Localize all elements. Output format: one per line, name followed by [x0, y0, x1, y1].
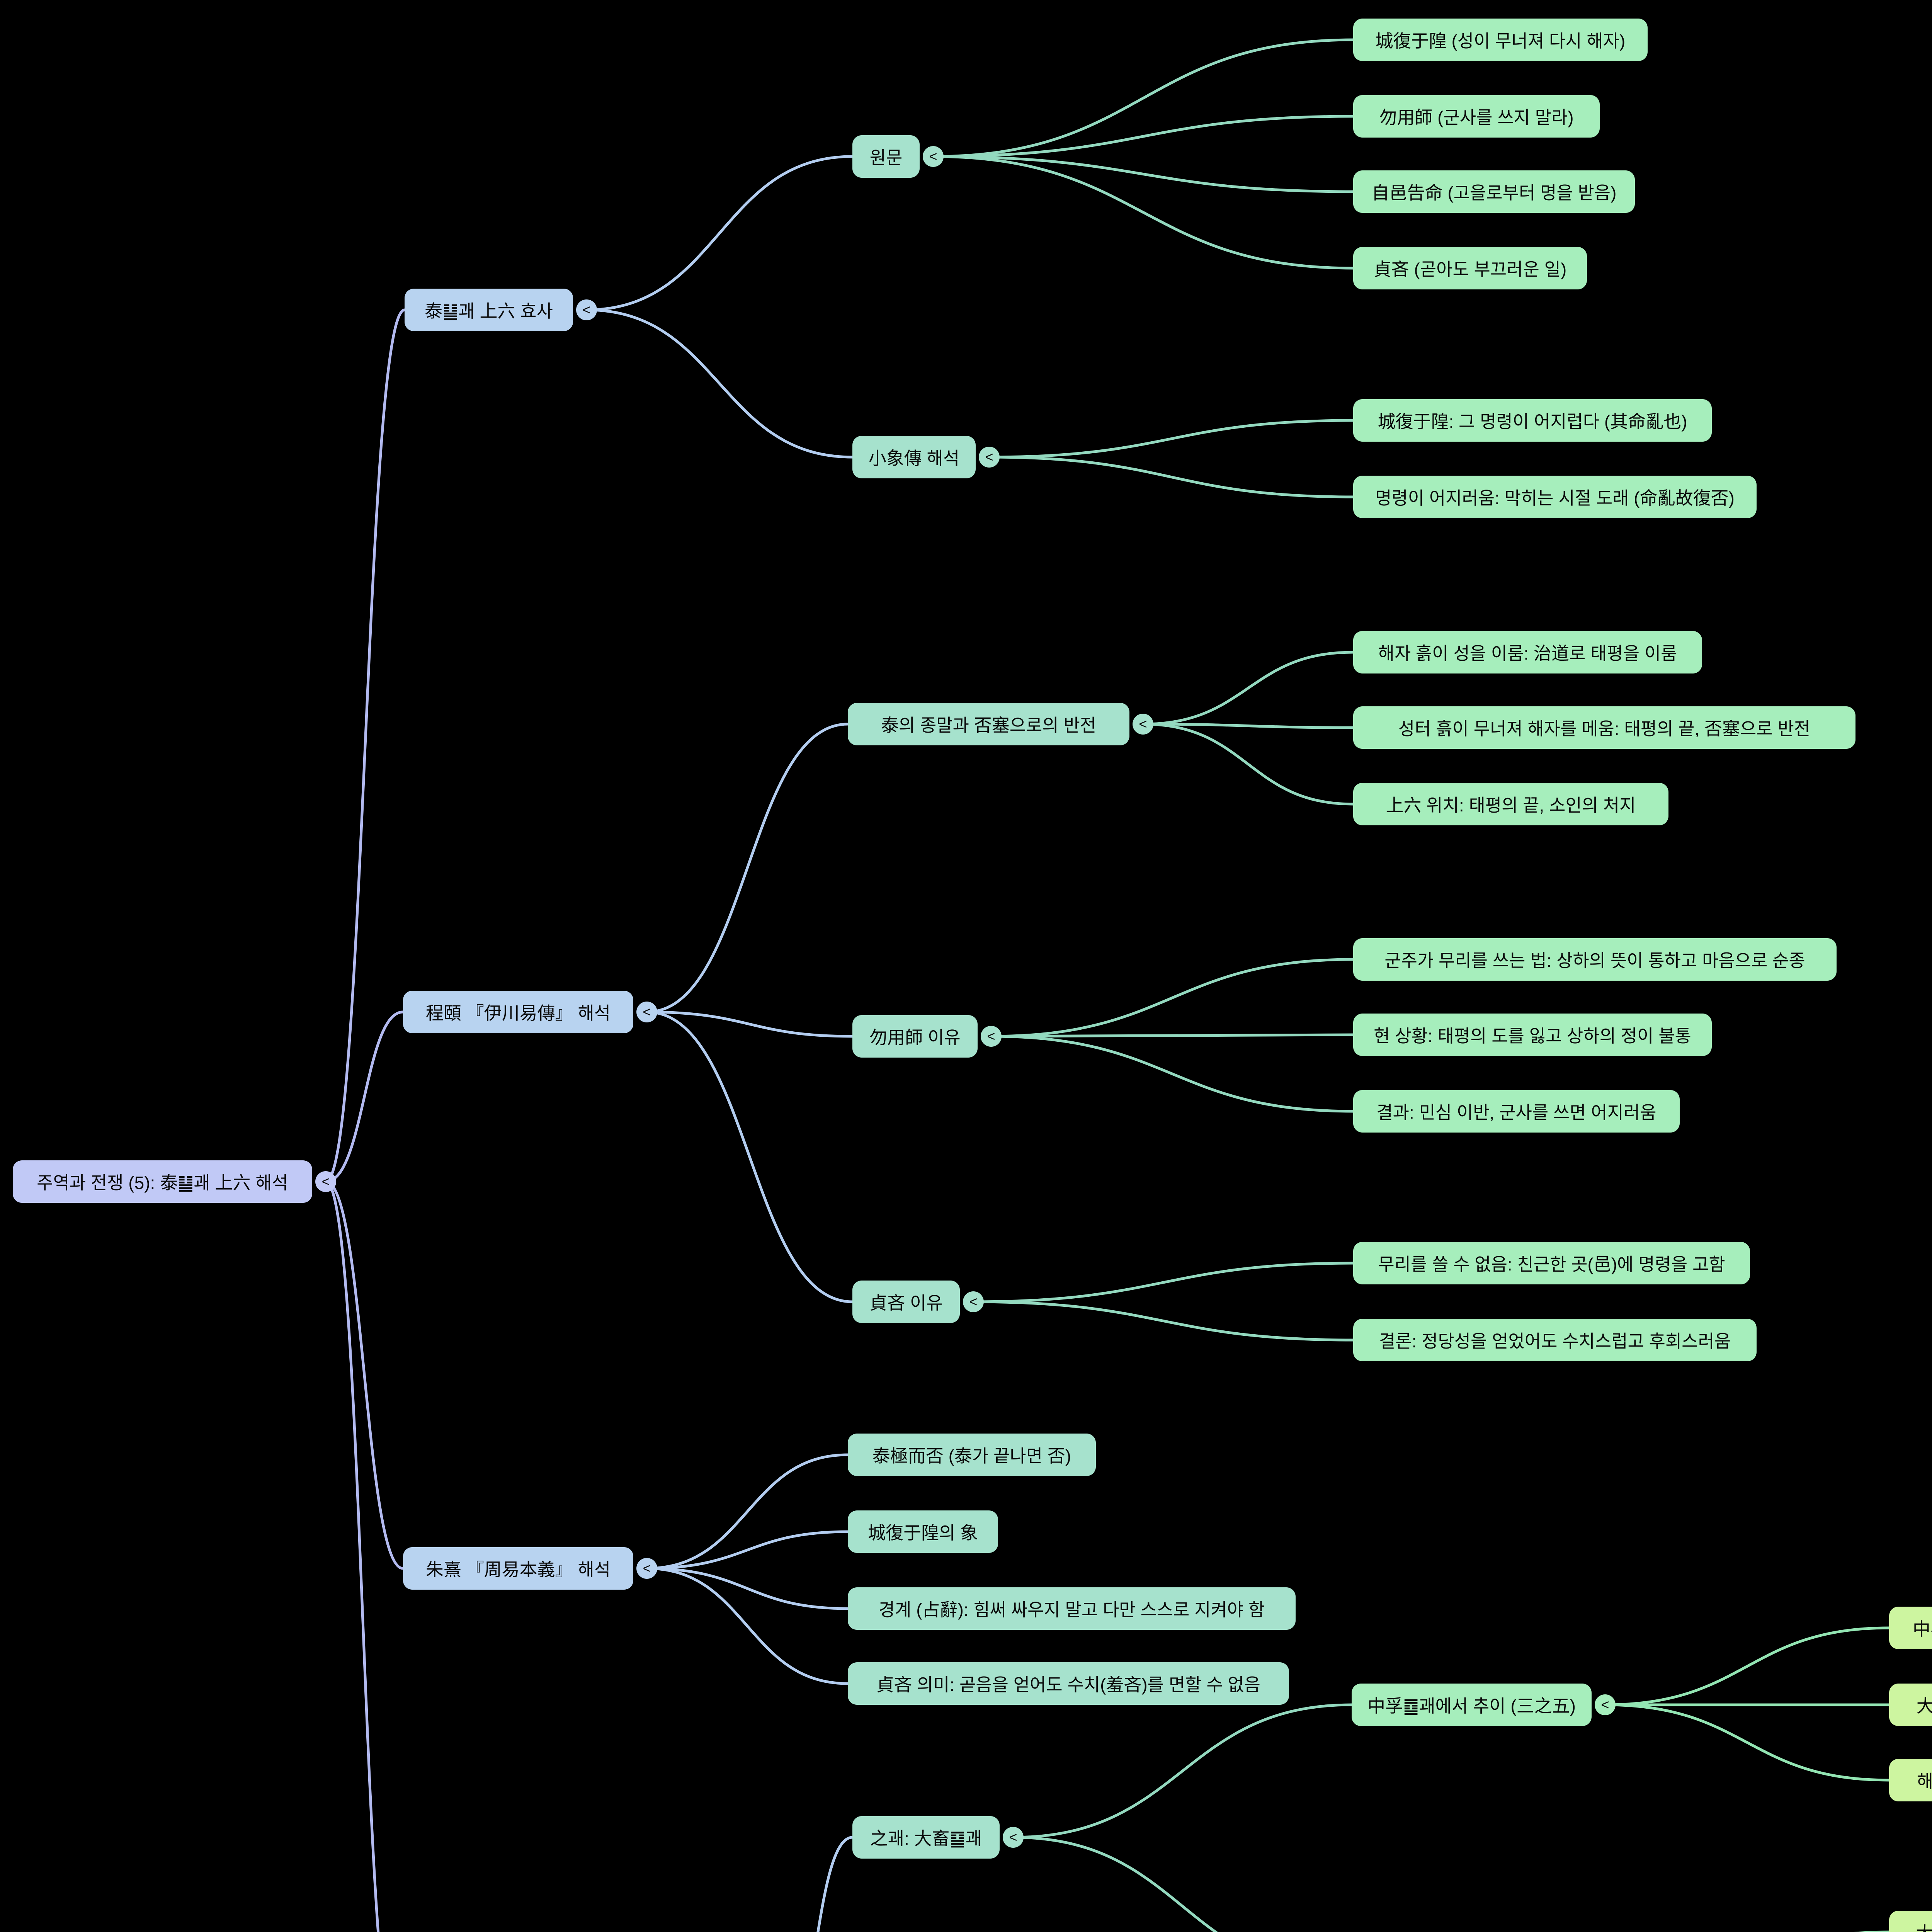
link — [1012, 1836, 1218, 1932]
link — [585, 155, 854, 311]
link — [1604, 1703, 1891, 1782]
link — [324, 308, 406, 1183]
collapse-toggle-icon[interactable]: < — [636, 1002, 657, 1022]
node-myeongryeong-eojireopda[interactable]: 城復于隍: 그 명령이 어지럽다 (其命亂也) — [1353, 399, 1712, 442]
node-juhui-juyeokbonui[interactable]: 朱熹 『周易本義』 해석 — [403, 1547, 633, 1590]
node-mulyongsa-iyu[interactable]: 勿用師 이유 — [852, 1015, 978, 1058]
collapse-toggle-icon[interactable]: < — [1133, 714, 1153, 735]
node-sangyuk-wichi[interactable]: 上六 위치: 태평의 끝, 소인의 처지 — [1353, 783, 1668, 825]
link — [324, 1010, 405, 1183]
node-mulyongsa-wonmun[interactable]: 勿用師 (군사를 쓰지 말라) — [1353, 95, 1600, 138]
collapse-toggle-icon[interactable]: < — [1595, 1694, 1616, 1715]
collapse-toggle-icon[interactable]: < — [923, 146, 944, 167]
node-seongteo-heulk-haeja[interactable]: 성터 흙이 무너져 해자를 메움: 태평의 끝, 否塞으로 반전 — [1353, 706, 1855, 749]
node-haeseok-seong-beop[interactable]: 해석: 성을 쌓는 법(굴착토로 성벽, 굴착처가 해자)의 붕괴 象 — [1889, 1759, 1932, 1801]
link — [932, 38, 1355, 158]
node-root-title[interactable]: 주역과 전쟁 (5): 泰䷊괘 上六 해석 — [13, 1160, 312, 1203]
link — [645, 723, 849, 1014]
link — [645, 1567, 849, 1685]
node-jeongi-icheonyeokjeon[interactable]: 程頤 『伊川易傳』 해석 — [403, 991, 633, 1033]
collapse-toggle-icon[interactable]: < — [576, 299, 597, 320]
node-gyeollon-jeongdangseong[interactable]: 결론: 정당성을 얻었어도 수치스럽고 후회스러움 — [1353, 1319, 1757, 1361]
link — [1604, 1626, 1891, 1706]
node-taegeukibu[interactable]: 泰極而否 (泰가 끝나면 否) — [848, 1434, 1096, 1476]
link — [990, 958, 1355, 1038]
link — [1141, 651, 1355, 726]
link — [932, 155, 1355, 193]
node-jaeupgomyeong[interactable]: 自邑告命 (고을로부터 명을 받음) — [1353, 170, 1635, 213]
node-gyeonggye-jeomsa[interactable]: 경계 (占辭): 힘써 싸우지 말고 다만 스스로 지켜야 함 — [848, 1587, 1296, 1630]
link — [1012, 1703, 1353, 1839]
node-muri-sseul-su-eopseum[interactable]: 무리를 쓸 수 없음: 친근한 곳(邑)에 명령을 고함 — [1353, 1242, 1750, 1284]
collapse-toggle-icon[interactable]: < — [979, 447, 1000, 468]
node-hyeon-sanghwang[interactable]: 현 상황: 태평의 도를 잃고 상하의 정이 불통 — [1353, 1014, 1712, 1056]
node-jungbu-sang[interactable]: 中孚의 象: 艮城 아래 兌澤(해자)의 모습 — [1889, 1607, 1932, 1649]
collapse-toggle-icon[interactable]: < — [1003, 1827, 1024, 1848]
link — [990, 1035, 1355, 1113]
node-wonmun[interactable]: 원문 — [852, 135, 920, 178]
node-jeongrin-uimi[interactable]: 貞吝 의미: 곧음을 얻어도 수치(羞吝)를 면할 수 없음 — [848, 1662, 1289, 1705]
link — [324, 1180, 405, 1570]
link — [816, 1836, 854, 1932]
link — [645, 1010, 854, 1303]
node-seongbokuhwang-sang[interactable]: 城復于隍의 象 — [848, 1510, 998, 1553]
node-jigwae-daechuk[interactable]: 之괘: 大畜䷙괘 — [852, 1816, 1000, 1859]
link — [988, 456, 1355, 498]
node-makineun-sijeol-dorae[interactable]: 명령이 어지러움: 막히는 시절 도래 (命亂故復否) — [1353, 476, 1757, 518]
node-jeongrin-iyu[interactable]: 貞吝 이유 — [852, 1281, 960, 1323]
link — [972, 1262, 1355, 1303]
link — [324, 1180, 380, 1932]
node-gunju-muri-beop[interactable]: 군주가 무리를 쓰는 법: 상하의 뜻이 통하고 마음으로 순종 — [1353, 938, 1837, 981]
link — [645, 1453, 849, 1570]
link — [1141, 723, 1355, 806]
node-seongbokuhwang-wonmun[interactable]: 城復于隍 (성이 무너져 다시 해자) — [1353, 19, 1648, 61]
link — [1141, 723, 1355, 729]
link — [645, 1010, 854, 1038]
node-daechuk-sangho-jin[interactable]: 大畜 상호(震): 건실하게 행하여 간사 가능할 듯 — [1889, 1911, 1932, 1932]
node-tae-sangyuk-hyosa[interactable]: 泰䷊괘 上六 효사 — [405, 289, 573, 331]
collapse-toggle-icon[interactable]: < — [963, 1291, 984, 1312]
link — [932, 115, 1355, 158]
link — [645, 1567, 849, 1610]
link — [990, 1033, 1355, 1038]
node-jeongrin-wonmun[interactable]: 貞吝 (곧아도 부끄러운 일) — [1353, 247, 1587, 289]
node-sosangjeon-haeseok[interactable]: 小象傳 해석 — [852, 436, 976, 478]
node-tae-jongmal-banjeon[interactable]: 泰의 종말과 否塞으로의 반전 — [848, 703, 1129, 745]
collapse-toggle-icon[interactable]: < — [981, 1026, 1002, 1047]
link — [932, 155, 1355, 270]
collapse-toggle-icon[interactable]: < — [636, 1558, 657, 1579]
node-haeja-heulk-seong[interactable]: 해자 흙이 성을 이룸: 治道로 태평을 이룸 — [1353, 631, 1702, 673]
node-gyeolgwa-minsim-iban[interactable]: 결과: 민심 이반, 군사를 쓰면 어지러움 — [1353, 1090, 1680, 1133]
link — [988, 419, 1355, 459]
node-daechuk-byeonhwa-ojisam[interactable]: 大畜으로 변화 (五之三): 艮城이 퇴락, 아래 兌澤을 메움 — [1889, 1684, 1932, 1726]
collapse-toggle-icon[interactable]: < — [315, 1171, 336, 1192]
link — [645, 1530, 849, 1570]
node-jungbu-chui[interactable]: 中孚䷼괘에서 추이 (三之五) — [1352, 1684, 1592, 1726]
link — [585, 308, 854, 459]
link — [972, 1300, 1355, 1342]
